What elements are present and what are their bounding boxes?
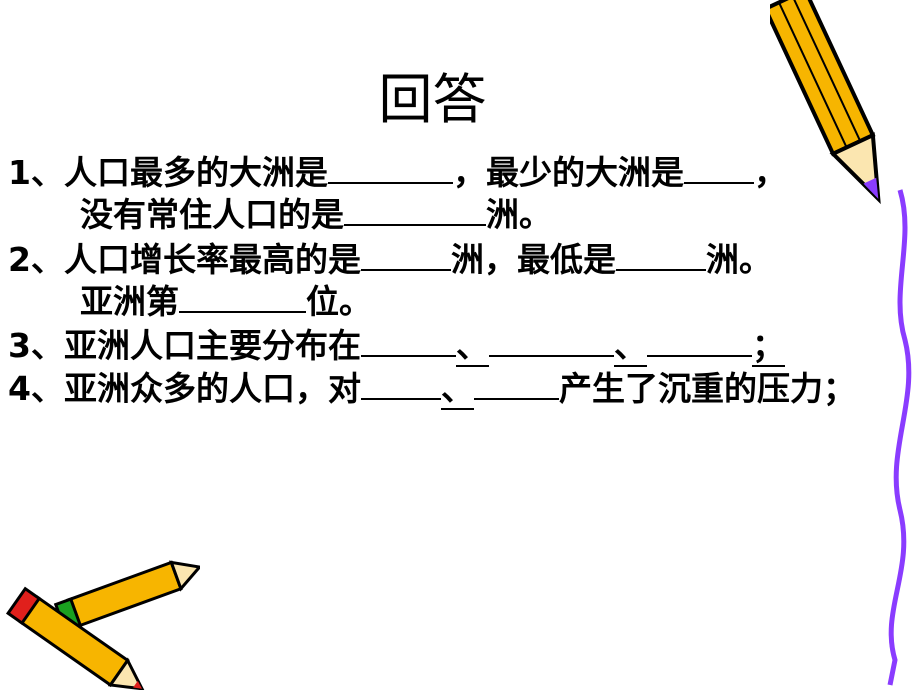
question-text: 洲，最低是	[450, 240, 616, 279]
question-text: 亚洲第	[80, 282, 179, 321]
question-text: 洲。	[486, 195, 552, 234]
answer-blank	[360, 325, 456, 357]
question-text: 2、人口增长率最高的是	[8, 240, 361, 279]
question-3: 3、亚洲人口主要分布在 、 、 ；	[8, 325, 785, 367]
question-2-line-1: 2、人口增长率最高的是 洲，最低是 洲。	[8, 239, 772, 280]
answer-blank	[179, 281, 306, 313]
answer-blank	[327, 152, 453, 184]
question-text: 、	[440, 369, 474, 410]
question-1-line-1: 1、人口最多的大洲是 ，最少的大洲是 ，	[8, 152, 787, 193]
question-text: 、	[613, 326, 647, 367]
question-text: 洲。	[705, 240, 772, 279]
question-text: 1、人口最多的大洲是	[8, 153, 328, 192]
question-text: 产生了沉重的压力；	[558, 369, 856, 408]
question-text: ，最少的大洲是	[452, 153, 684, 192]
answer-blank	[473, 368, 559, 400]
question-text: 位。	[306, 282, 372, 321]
question-1-line-2: 没有常住人口的是 洲。	[80, 194, 552, 235]
answer-blank	[615, 239, 706, 271]
answer-blank	[360, 368, 441, 400]
question-4: 4、亚洲众多的人口，对 、 产生了沉重的压力；	[8, 368, 856, 410]
slide-title: 回答	[378, 68, 487, 131]
pencil-icon	[770, 0, 881, 205]
question-text: 没有常住人口的是	[80, 195, 344, 234]
answer-blank	[360, 239, 451, 271]
wavy-line-decoration	[887, 189, 912, 686]
question-text: ；	[751, 326, 785, 367]
answer-blank	[344, 194, 486, 226]
question-text: 、	[455, 326, 489, 367]
answer-blank	[683, 152, 754, 184]
answer-blank	[488, 325, 614, 357]
question-text: 3、亚洲人口主要分布在	[8, 326, 361, 365]
question-text: ，	[753, 153, 787, 192]
answer-blank	[646, 325, 752, 357]
pencils-icon	[5, 560, 200, 690]
question-2-line-2: 亚洲第 位。	[80, 281, 372, 322]
question-text: 4、亚洲众多的人口，对	[8, 369, 361, 408]
